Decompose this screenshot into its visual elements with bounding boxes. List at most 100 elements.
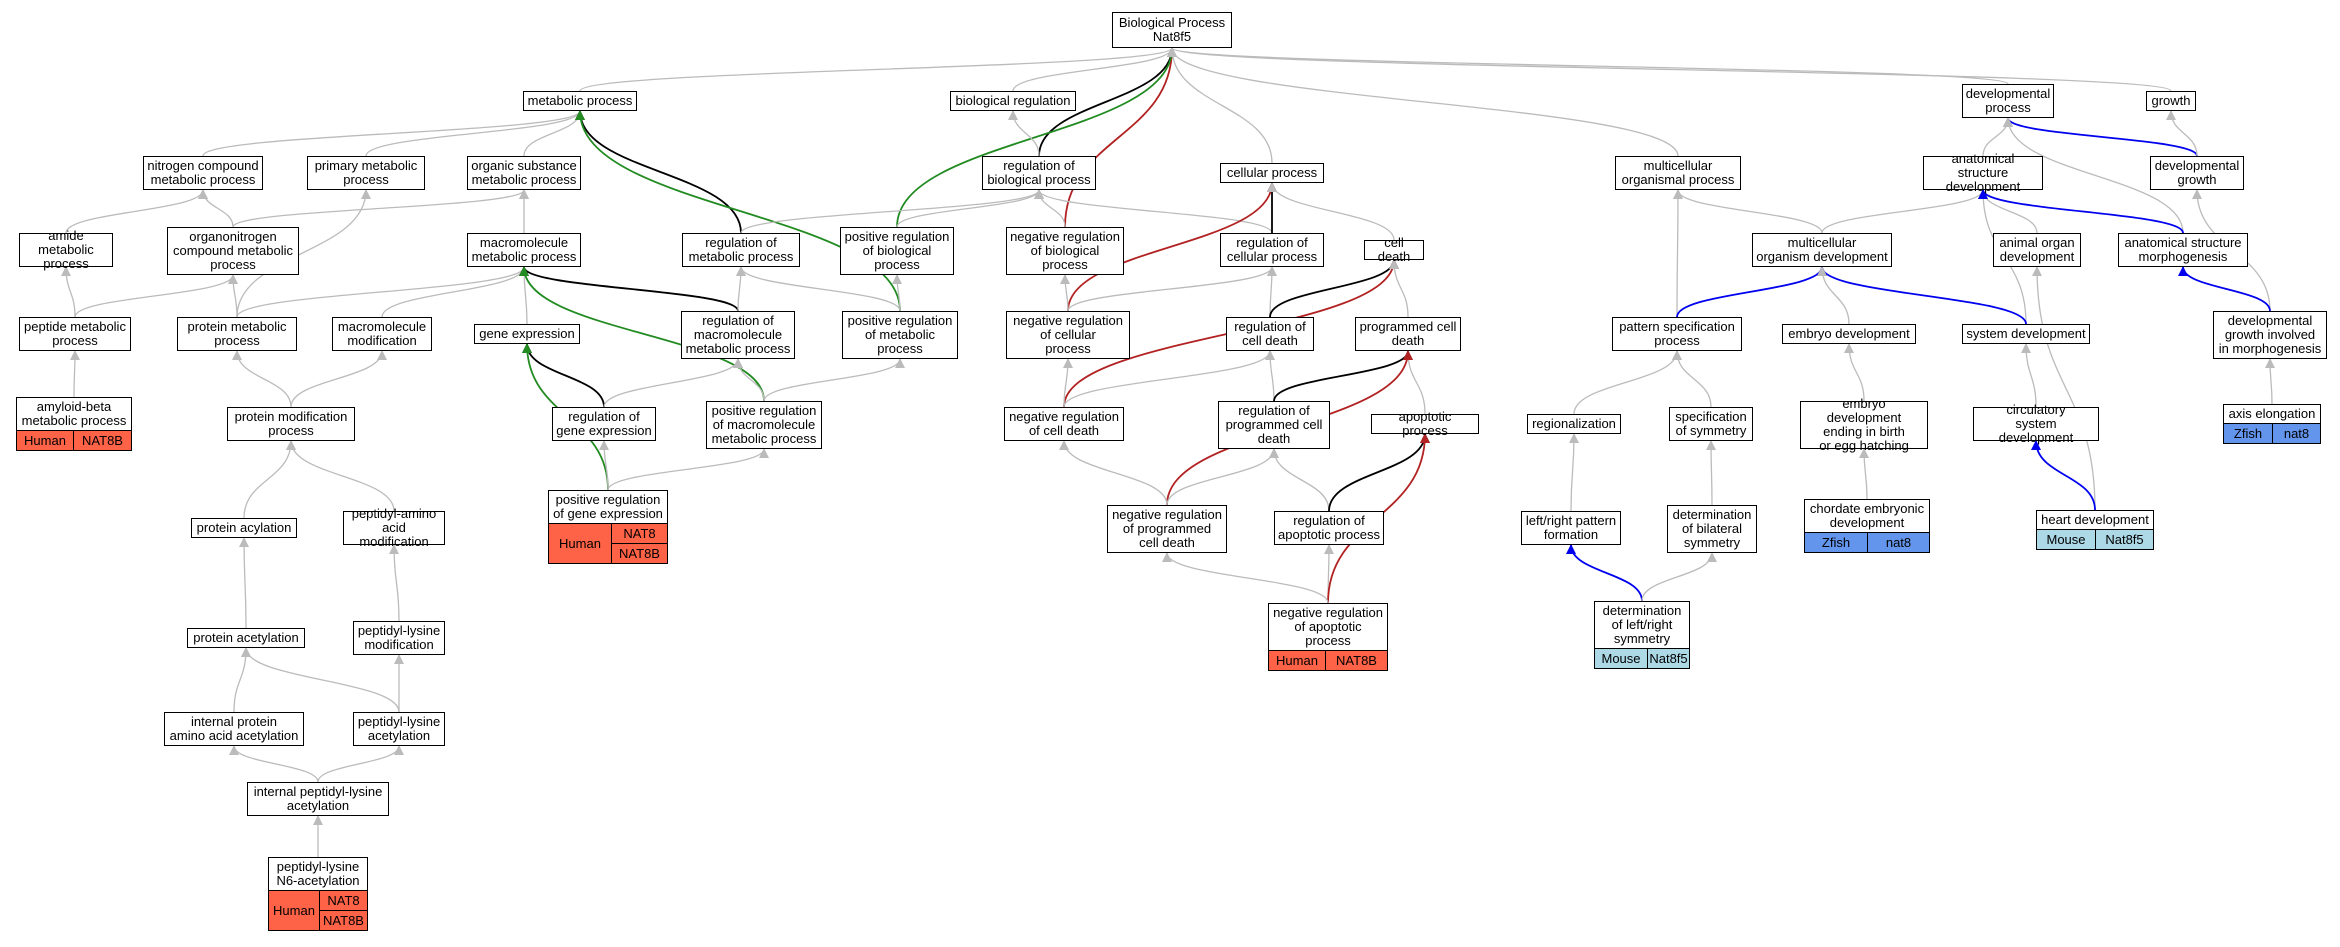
node-amyloid[interactable]: amyloid-beta metabolic process — [16, 397, 132, 431]
node-anatmorph[interactable]: anatomical structure morphogenesis — [2118, 233, 2248, 267]
node-macromod[interactable]: macromolecule modification — [332, 317, 432, 351]
node-devgrowth[interactable]: developmental growth — [2150, 156, 2244, 190]
node-regmetab[interactable]: regulation of metabolic process — [682, 233, 800, 267]
edge-embryobirth-to-embryodev — [1844, 343, 1865, 402]
node-protmod[interactable]: protein modification process — [227, 407, 355, 441]
node-growth[interactable]: growth — [2146, 91, 2196, 111]
node-posregbio[interactable]: positive regulation of biological proces… — [840, 227, 954, 275]
node-n6acet[interactable]: peptidyl-lysine N6-acetylation — [268, 857, 368, 891]
node-peptidylamino[interactable]: peptidyl-amino acid modification — [343, 507, 445, 549]
node-negregcelldeath[interactable]: negative regulation of cell death — [1004, 407, 1124, 441]
node-peptidyllys[interactable]: peptidyl-lysine modification — [353, 621, 445, 655]
node-protacet[interactable]: protein acetylation — [187, 628, 305, 648]
node-regmacro[interactable]: regulation of macromolecule metabolic pr… — [681, 311, 795, 359]
edge-devproc-to-bp — [1167, 47, 2009, 85]
node-posregmacro[interactable]: positive regulation of macromolecule met… — [706, 401, 822, 449]
edge-embryodev-to-multidev — [1817, 266, 1850, 325]
node-macro[interactable]: macromolecule metabolic process — [467, 233, 581, 267]
edge-leftright-to-regionalization — [1568, 433, 1579, 512]
edge-protein-to-organonitrogen — [228, 274, 239, 318]
node-intprot[interactable]: internal protein amino acid acetylation — [164, 712, 304, 746]
node-negregbio[interactable]: negative regulation of biological proces… — [1006, 227, 1124, 275]
node-multidev[interactable]: multicellular organism development — [1752, 233, 1892, 267]
edge-patternspec-to-multiorg — [1672, 189, 1683, 318]
node-heartdev[interactable]: heart development — [2036, 510, 2154, 530]
node-regapop[interactable]: regulation of apoptotic process — [1274, 511, 1384, 545]
node-celldeath[interactable]: cell death — [1364, 236, 1424, 264]
node-circulatory[interactable]: circulatory system development — [1973, 403, 2099, 445]
node-regionalization[interactable]: regionalization — [1527, 414, 1621, 434]
edge-bioreg-to-bp — [1012, 47, 1177, 92]
node-primary[interactable]: primary metabolic process — [307, 156, 425, 190]
edge-regbio-to-bp — [1038, 47, 1177, 157]
node-protacyl[interactable]: protein acylation — [191, 518, 297, 538]
edge-negregcell-to-negregbio — [1060, 274, 1071, 312]
node-embryobirth[interactable]: embryo development ending in birth or eg… — [1800, 397, 1928, 453]
node-patternspec[interactable]: pattern specification process — [1612, 317, 1742, 351]
edge-anatmorph-to-anatdev — [1978, 189, 2184, 234]
edge-regprogdeath-to-regcelldeath — [1265, 350, 1276, 402]
node-multiorg[interactable]: multicellular organismal process — [1615, 156, 1741, 190]
edge-progdeath-to-celldeath — [1389, 259, 1409, 318]
node-amide[interactable]: amide metabolic process — [19, 229, 113, 271]
edge-organonitrogen-to-nitrogen — [198, 189, 234, 228]
node-specsym[interactable]: specification of symmetry — [1669, 407, 1753, 441]
node-leftright[interactable]: left/right pattern formation — [1521, 511, 1621, 545]
node-progdeath[interactable]: programmed cell death — [1355, 317, 1461, 351]
edge-detleftright-to-detbilat — [1641, 552, 1717, 602]
edge-intpeplys-to-intprot — [229, 745, 319, 783]
node-regprogdeath[interactable]: regulation of programmed cell death — [1218, 401, 1330, 449]
edge-regionalization-to-patternspec — [1573, 350, 1682, 415]
node-regbio[interactable]: regulation of biological process — [982, 156, 1096, 190]
node-posreggene[interactable]: positive regulation of gene expression — [548, 490, 668, 524]
edge-heartdev-to-animalorgan — [2032, 266, 2096, 511]
node-negregprog[interactable]: negative regulation of programmed cell d… — [1107, 505, 1227, 553]
edge-detleftright-to-leftright — [1566, 544, 1643, 602]
edge-organonitrogen-to-organic — [232, 189, 529, 228]
node-metabolic[interactable]: metabolic process — [523, 91, 637, 111]
species-label: Zfish — [1805, 533, 1868, 552]
node-nitrogen[interactable]: nitrogen compound metabolic process — [143, 156, 263, 190]
node-detbilat[interactable]: determination of bilateral symmetry — [1667, 505, 1757, 553]
node-devgrowthmorph[interactable]: developmental growth involved in morphog… — [2213, 311, 2327, 359]
node-peptide[interactable]: peptide metabolic process — [19, 317, 131, 351]
node-axis[interactable]: axis elongation — [2223, 404, 2321, 424]
node-apoptotic[interactable]: apoptotic process — [1371, 410, 1479, 438]
edge-negregprog-to-regprogdeath — [1166, 448, 1279, 506]
node-animalorgan[interactable]: animal organ development — [1993, 233, 2081, 267]
node-posregmetab[interactable]: positive regulation of metabolic process — [842, 311, 958, 359]
node-bp[interactable]: Biological Process Nat8f5 — [1112, 12, 1232, 48]
node-embryodev[interactable]: embryo development — [1782, 324, 1916, 344]
node-reggeneexpr[interactable]: regulation of gene expression — [552, 407, 656, 441]
node-cellproc[interactable]: cellular process — [1220, 163, 1324, 183]
node-regcell[interactable]: regulation of cellular process — [1220, 233, 1324, 267]
node-regcelldeath[interactable]: regulation of cell death — [1226, 317, 1314, 351]
node-negregcell[interactable]: negative regulation of cellular process — [1006, 311, 1130, 359]
edge-specsym-to-patternspec — [1672, 350, 1712, 408]
node-intpeplys[interactable]: internal peptidyl-lysine acetylation — [247, 782, 389, 816]
node-anatdev[interactable]: anatomical structure development — [1923, 152, 2043, 194]
node-negregapop[interactable]: negative regulation of apoptotic process — [1268, 603, 1388, 651]
node-devproc[interactable]: developmental process — [1962, 84, 2054, 118]
edge-sysdev-to-multidev — [1817, 266, 2027, 325]
edge-regmetab-to-metabolic — [575, 110, 742, 234]
node-organic[interactable]: organic substance metabolic process — [467, 156, 581, 190]
node-detleftright[interactable]: determination of left/right symmetry — [1594, 601, 1690, 649]
node-sysdev[interactable]: system development — [1962, 324, 2090, 344]
node-organonitrogen[interactable]: organonitrogen compound metabolic proces… — [167, 227, 299, 275]
edge-posregbio-to-regbio — [896, 189, 1044, 228]
gene-label: NAT8B — [1336, 653, 1377, 668]
edge-negregbio-to-bp — [1064, 47, 1177, 228]
node-chordate[interactable]: chordate embryonic development — [1804, 499, 1930, 533]
node-protein[interactable]: protein metabolic process — [177, 317, 297, 351]
species-label: Mouse — [2037, 530, 2096, 549]
edge-detbilat-to-specsym — [1706, 440, 1717, 506]
node-peptidyllysacet[interactable]: peptidyl-lysine acetylation — [353, 712, 445, 746]
node-geneexpr[interactable]: gene expression — [474, 324, 580, 344]
node-bioreg[interactable]: biological regulation — [950, 91, 1076, 111]
